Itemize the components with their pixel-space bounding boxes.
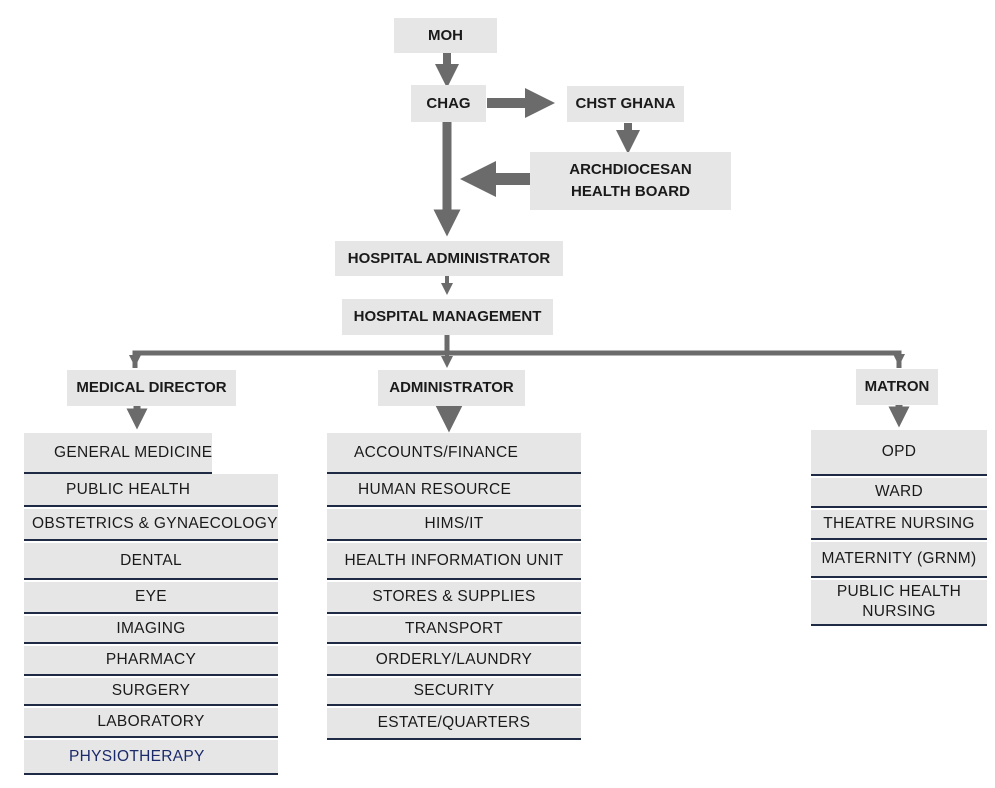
connector-bus <box>132 350 902 368</box>
medical-director-label: MEDICAL DIRECTOR <box>76 379 227 396</box>
list-item-label: PHARMACY <box>105 651 197 668</box>
chst-ghana-label: CHST GHANA <box>575 95 676 112</box>
medical-director-box: MEDICAL DIRECTOR <box>67 370 236 406</box>
matron-box: MATRON <box>856 369 938 405</box>
list-item-label: STORES & SUPPLIES <box>372 588 536 605</box>
list-item-label: SURGERY <box>111 682 191 699</box>
list-item-label: SECURITY <box>413 682 495 699</box>
list-item: MATERNITY (GRNM) <box>811 542 987 578</box>
list-item: ESTATE/QUARTERS <box>327 708 581 740</box>
list-item: ORDERLY/LAUNDRY <box>327 646 581 676</box>
archdiocesan-health-board-box: ARCHDIOCESAN HEALTH BOARD <box>530 152 731 210</box>
chst-ghana-box: CHST GHANA <box>567 86 684 122</box>
list-item-label: TRANSPORT <box>404 620 503 637</box>
list-item-label: ESTATE/QUARTERS <box>377 714 531 731</box>
administrator-departments: ACCOUNTS/FINANCE HUMAN RESOURCE HIMS/IT … <box>327 433 581 740</box>
list-item: SURGERY <box>24 678 278 706</box>
moh-box: MOH <box>394 18 497 53</box>
list-item-label: HEALTH INFORMATION UNIT <box>344 551 564 569</box>
matron-label: MATRON <box>864 378 930 395</box>
list-item-label: PUBLIC HEALTH NURSING <box>836 583 962 620</box>
list-item: PUBLIC HEALTH NURSING <box>811 580 987 626</box>
list-item: OPD <box>811 430 987 476</box>
list-item-label: EYE <box>135 588 167 605</box>
list-item-label: HIMS/IT <box>424 515 484 532</box>
list-item-label: ACCOUNTS/FINANCE <box>354 443 519 461</box>
list-item-label: PHYSIOTHERAPY <box>69 747 205 765</box>
list-item-label: LABORATORY <box>97 713 205 730</box>
list-item: SECURITY <box>327 678 581 706</box>
list-item: GENERAL MEDICINE <box>24 433 213 474</box>
list-item: TRANSPORT <box>327 616 581 644</box>
hospital-management-label: HOSPITAL MANAGEMENT <box>353 308 542 325</box>
list-item: OBSTETRICS & GYNAECOLOGY <box>24 509 278 541</box>
hospital-administrator-label: HOSPITAL ADMINISTRATOR <box>347 249 551 267</box>
list-item-label: THEATRE NURSING <box>823 515 975 532</box>
administrator-box: ADMINISTRATOR <box>378 370 525 406</box>
matron-departments: OPD WARD THEATRE NURSING MATERNITY (GRNM… <box>811 430 987 626</box>
list-item: PUBLIC HEALTH <box>24 474 278 507</box>
list-item-label: ORDERLY/LAUNDRY <box>375 651 533 668</box>
archdiocesan-health-board-label: ARCHDIOCESAN HEALTH BOARD <box>569 161 692 200</box>
list-item: IMAGING <box>24 616 278 644</box>
list-item: PHYSIOTHERAPY <box>24 740 278 775</box>
list-item: HIMS/IT <box>327 509 581 541</box>
medical-director-departments: GENERAL MEDICINE PUBLIC HEALTH OBSTETRIC… <box>24 433 278 775</box>
list-item: STORES & SUPPLIES <box>327 582 581 614</box>
list-item: WARD <box>811 478 987 508</box>
moh-label: MOH <box>428 26 463 44</box>
list-item-label: IMAGING <box>116 620 186 637</box>
hospital-administrator-box: HOSPITAL ADMINISTRATOR <box>335 241 563 276</box>
list-item: THEATRE NURSING <box>811 510 987 540</box>
list-item-label: HUMAN RESOURCE <box>358 480 512 498</box>
chag-label: CHAG <box>426 94 471 112</box>
list-item: DENTAL <box>24 543 278 580</box>
chag-box: CHAG <box>411 85 486 122</box>
hospital-management-box: HOSPITAL MANAGEMENT <box>342 299 553 335</box>
list-item: EYE <box>24 582 278 614</box>
list-item-label: DENTAL <box>120 551 182 569</box>
list-item-label: OBSTETRICS & GYNAECOLOGY <box>32 515 278 532</box>
list-item-label: GENERAL MEDICINE <box>54 443 213 461</box>
list-item: PHARMACY <box>24 646 278 676</box>
list-item: HEALTH INFORMATION UNIT <box>327 543 581 580</box>
list-item-label: MATERNITY (GRNM) <box>821 550 977 567</box>
administrator-label: ADMINISTRATOR <box>389 379 514 396</box>
list-item: HUMAN RESOURCE <box>327 474 581 507</box>
list-item-label: OPD <box>881 443 917 460</box>
list-item: ACCOUNTS/FINANCE <box>327 433 581 474</box>
list-item: LABORATORY <box>24 708 278 738</box>
list-item-label: PUBLIC HEALTH <box>66 480 191 498</box>
list-item-label: WARD <box>875 483 923 500</box>
